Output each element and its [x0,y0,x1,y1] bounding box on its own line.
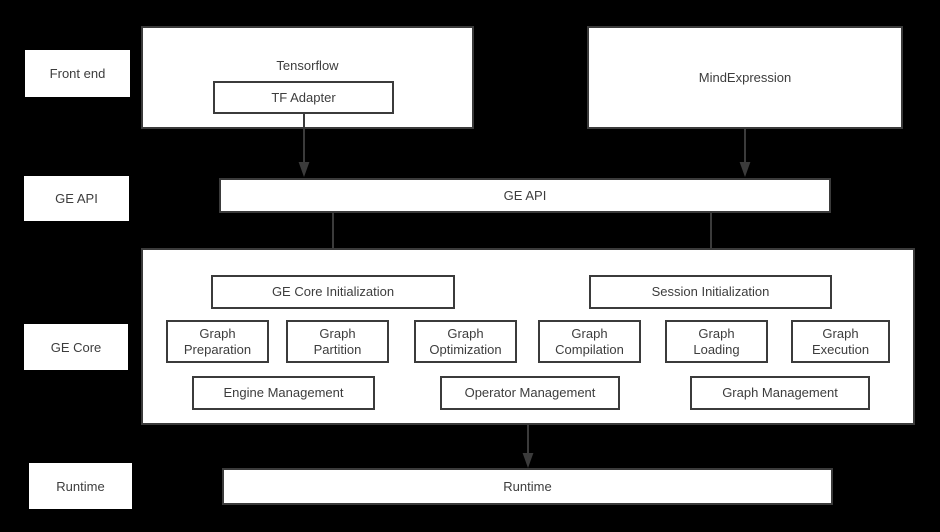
session-initialization-box[interactable]: Session Initialization [589,275,832,309]
engine-management-label: Engine Management [223,385,344,401]
layer-label-front-end-text: Front end [49,66,106,81]
graph-compilation-box[interactable]: Graph Compilation [538,320,641,363]
graph-execution-box[interactable]: Graph Execution [791,320,890,363]
graph-management-box[interactable]: Graph Management [690,376,870,410]
ge-api-label: GE API [503,187,547,203]
graph-preparation-label: Graph Preparation [183,326,252,357]
graph-execution-label: Graph Execution [811,326,870,357]
operator-management-box[interactable]: Operator Management [440,376,620,410]
graph-partition-box[interactable]: Graph Partition [286,320,389,363]
arrow-ge-core-to-runtime [520,424,536,470]
operator-management-label: Operator Management [464,385,596,401]
layer-label-runtime-text: Runtime [56,478,105,494]
session-initialization-label: Session Initialization [651,284,770,300]
graph-loading-box[interactable]: Graph Loading [665,320,768,363]
layer-label-runtime: Runtime [29,463,132,509]
layer-label-ge-api-text: GE API [55,191,98,206]
graph-optimization-label: Graph Optimization [429,326,502,357]
ge-core-initialization-box[interactable]: GE Core Initialization [211,275,455,309]
tensorflow-label: Tensorflow [276,58,339,73]
tf-adapter-box[interactable]: TF Adapter [213,81,394,114]
layer-label-front-end: Front end [25,50,130,97]
layer-label-ge-api: GE API [24,176,129,221]
tf-adapter-label: TF Adapter [271,89,336,105]
ge-core-initialization-label: GE Core Initialization [271,284,395,300]
graph-management-label: Graph Management [722,385,838,401]
engine-management-box[interactable]: Engine Management [192,376,375,410]
mindexpression-label: MindExpression [698,69,792,85]
runtime-box[interactable]: Runtime [222,468,833,505]
graph-compilation-label: Graph Compilation [555,326,624,357]
graph-partition-label: Graph Partition [313,326,362,357]
layer-label-ge-core-text: GE Core [50,339,102,355]
graph-preparation-box[interactable]: Graph Preparation [166,320,269,363]
arrow-mindexpression-to-ge-api [737,128,753,179]
ge-api-box[interactable]: GE API [219,178,831,213]
runtime-label: Runtime [503,478,552,494]
arrow-tf-adapter-to-ge-api [296,113,312,179]
layer-label-ge-core: GE Core [24,324,128,370]
mindexpression-box[interactable]: MindExpression [587,26,903,129]
graph-loading-label: Graph Loading [693,326,740,357]
graph-optimization-box[interactable]: Graph Optimization [414,320,517,363]
